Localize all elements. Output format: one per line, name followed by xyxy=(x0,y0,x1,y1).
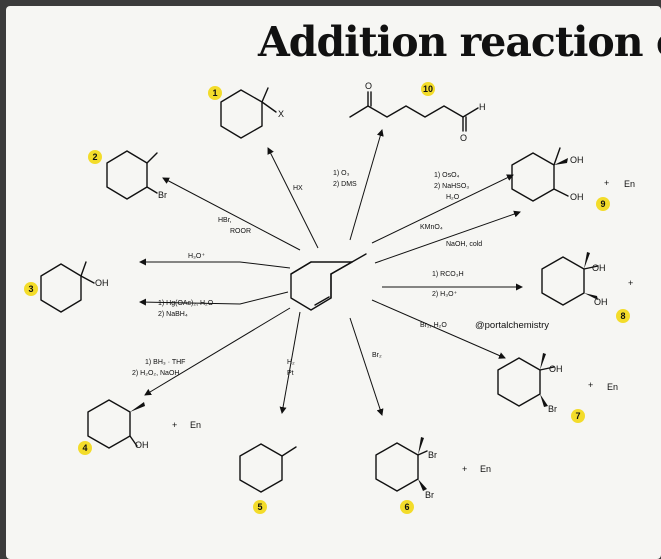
product-2-number-badge xyxy=(88,150,102,164)
reagent-ozone-2: 2) DMS xyxy=(333,181,357,188)
product-7-br: Br xyxy=(548,404,557,414)
reagent-oso4-3: H₂O xyxy=(446,194,460,201)
product-4-number-badge xyxy=(78,441,92,455)
product-5-number: 5 xyxy=(257,502,262,512)
product-7-oh: OH xyxy=(549,364,563,374)
reagent-br2-h2o: Br₂, H₂O xyxy=(420,322,447,329)
product-4-oh: OH xyxy=(135,440,149,450)
reagent-h3o: H₃O⁺ xyxy=(188,253,205,260)
product-9-number: 9 xyxy=(600,199,605,209)
product-3-substituent: OH xyxy=(95,278,109,288)
reagent-bh3-2: 2) H₂O₂, NaOH xyxy=(132,370,179,377)
product-5: 5 xyxy=(239,443,297,514)
product-6-br-top: Br xyxy=(428,450,437,460)
reagent-pt: Pt xyxy=(287,370,294,377)
product-4-number: 4 xyxy=(82,443,87,453)
product-2: 2 Br xyxy=(88,150,167,200)
reagent-kmno4-1: KMnO₄ xyxy=(420,224,443,231)
product-5-number-badge xyxy=(253,500,267,514)
product-6-br-bottom: Br xyxy=(425,490,434,500)
product-10-aldehyde-oxygen: O xyxy=(460,133,467,143)
reagent-oso4-2: 2) NaHSO₃ xyxy=(434,183,469,190)
product-3: 3 OH xyxy=(24,261,109,313)
product-8-number: 8 xyxy=(620,311,625,321)
product-6-plus: + xyxy=(462,464,467,474)
reagent-kmno4-2: NaOH, cold xyxy=(446,241,482,248)
product-2-number: 2 xyxy=(92,152,97,162)
product-10-aldehyde-hydrogen: H xyxy=(479,102,486,112)
product-9-oh-top: OH xyxy=(570,155,584,165)
product-6: Br Br + En 6 xyxy=(375,437,491,514)
reactant-methylcyclohexene xyxy=(290,253,367,311)
product-1-number: 1 xyxy=(212,88,217,98)
reagent-br2: Br₂ xyxy=(372,352,382,359)
product-10: 10 O H O xyxy=(349,81,486,143)
reagent-hbr-2: ROOR xyxy=(230,228,251,235)
product-9: OH OH + En 9 xyxy=(511,147,635,211)
product-2-substituent: Br xyxy=(158,190,167,200)
product-9-plus: + xyxy=(604,178,609,188)
product-1-substituent: X xyxy=(278,109,284,119)
product-3-number-badge xyxy=(24,282,38,296)
product-6-enantiomer: En xyxy=(480,464,491,474)
reagent-bh3-1: 1) BH₃ · THF xyxy=(145,359,185,366)
product-4: OH + En 4 xyxy=(78,399,201,455)
reagent-rco3h-1: 1) RCO₃H xyxy=(432,271,464,278)
product-10-ketone-oxygen: O xyxy=(365,81,372,91)
product-8-plus: + xyxy=(628,278,633,288)
card-background xyxy=(6,6,661,559)
reagent-hx: HX xyxy=(293,185,303,192)
product-1: 1 X xyxy=(208,86,284,139)
product-8-oh-bottom: OH xyxy=(594,297,608,307)
reagent-hbr-1: HBr, xyxy=(218,217,232,224)
reagent-oso4-1: 1) OsO₄ xyxy=(434,172,460,179)
page-title: Addition reaction of xyxy=(257,18,661,66)
product-9-number-badge xyxy=(596,197,610,211)
product-9-enantiomer: En xyxy=(624,179,635,189)
reagent-hg-2: 2) NaBH₄ xyxy=(158,311,188,318)
product-6-number: 6 xyxy=(404,502,409,512)
product-1-number-badge xyxy=(208,86,222,100)
product-6-number-badge xyxy=(400,500,414,514)
product-10-number: 10 xyxy=(423,84,433,94)
product-8-oh-top: OH xyxy=(592,263,606,273)
product-10-number-badge xyxy=(421,82,435,96)
product-9-oh-bottom: OH xyxy=(570,192,584,202)
product-7-number-badge xyxy=(571,409,585,423)
product-7-plus: + xyxy=(588,380,593,390)
reagent-ozone-1: 1) O₃ xyxy=(333,170,350,177)
watermark: @portalchemistry xyxy=(475,320,549,331)
product-7: OH Br + En 7 xyxy=(497,353,618,423)
reagent-hg-1: 1) Hg(OAc)₂, H₂O xyxy=(158,300,214,307)
product-4-enantiomer: En xyxy=(190,420,201,430)
product-3-number: 3 xyxy=(28,284,33,294)
product-7-enantiomer: En xyxy=(607,382,618,392)
product-8: OH OH + 8 xyxy=(541,252,633,323)
product-7-number: 7 xyxy=(575,411,580,421)
product-4-plus: + xyxy=(172,420,177,430)
reaction-arrows xyxy=(139,129,523,416)
reagent-labels: HX 1) O₃ 2) DMS 1) OsO₄ 2) NaHSO₃ H₂O KM… xyxy=(132,170,482,377)
product-8-number-badge xyxy=(616,309,630,323)
reagent-h2: H₂ xyxy=(287,359,295,366)
reagent-rco3h-2: 2) H₃O⁺ xyxy=(432,291,458,298)
